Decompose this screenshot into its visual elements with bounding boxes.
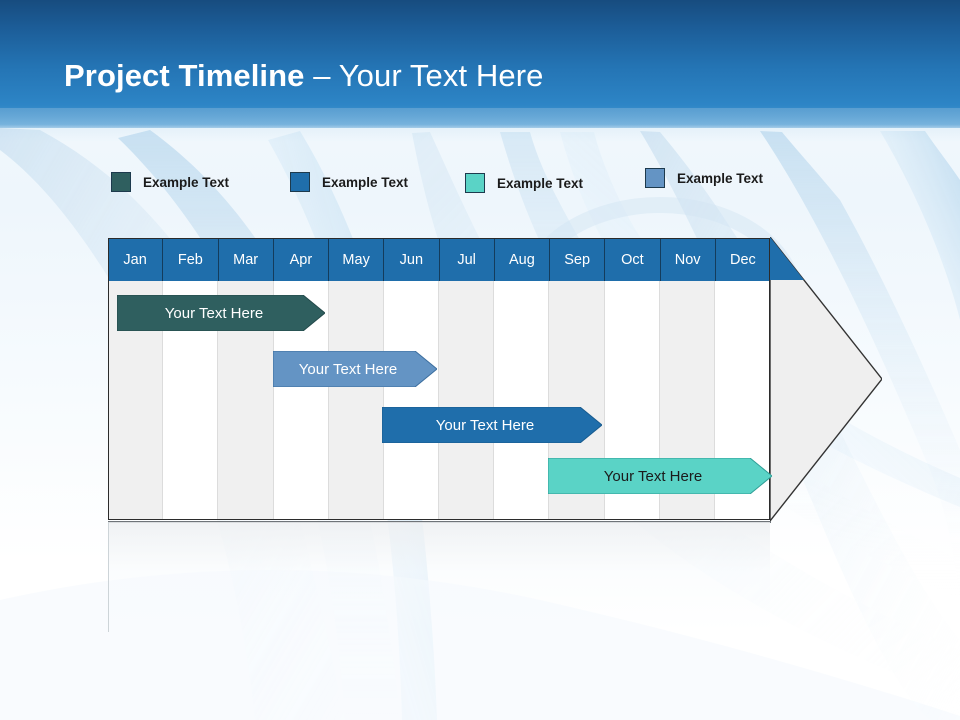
task-bar-1[interactable]: Your Text Here <box>117 295 325 331</box>
task-bar-4[interactable]: Your Text Here <box>548 458 772 494</box>
task-bar-shape-icon <box>273 351 437 387</box>
task-bar-label: Your Text Here <box>435 416 535 434</box>
timeline-arrow-head-icon <box>770 237 882 521</box>
page-title-bold: Project Timeline <box>64 58 305 93</box>
task-bar-shape-icon <box>117 295 325 331</box>
month-label: Sep <box>564 251 591 268</box>
legend-item-1[interactable]: Example Text <box>111 172 229 192</box>
month-header-nov[interactable]: Nov <box>660 238 716 281</box>
legend-item-2[interactable]: Example Text <box>290 172 408 192</box>
month-label: Oct <box>621 251 644 268</box>
task-bar-label: Your Text Here <box>603 467 703 485</box>
task-bar-shape-icon <box>548 458 772 494</box>
month-label: Mar <box>233 251 259 268</box>
legend-label: Example Text <box>677 170 764 186</box>
page-title-light: Your Text Here <box>338 58 544 93</box>
page-title-dash: – <box>304 58 339 93</box>
grid-column-jul <box>439 238 495 520</box>
month-label: Dec <box>729 251 756 268</box>
timeline-month-header: Jan Feb Mar Apr May Jun Jul Aug Sep Oct … <box>108 238 770 281</box>
grid-column-feb <box>163 238 219 520</box>
legend-swatch-icon <box>290 172 310 192</box>
legend-item-4[interactable]: Example Text <box>645 168 763 188</box>
month-header-dec[interactable]: Dec <box>715 238 770 281</box>
grid-column-jan <box>108 238 164 520</box>
page-title: Project Timeline – Your Text Here <box>64 58 543 94</box>
task-bar-shape-icon <box>382 407 602 443</box>
task-bar-2[interactable]: Your Text Here <box>273 351 437 387</box>
month-header-aug[interactable]: Aug <box>494 238 550 281</box>
legend-label: Example Text <box>143 174 230 190</box>
month-label: Jun <box>399 251 424 268</box>
month-label: Feb <box>177 251 203 268</box>
month-header-mar[interactable]: Mar <box>218 238 274 281</box>
legend-swatch-icon <box>111 172 131 192</box>
month-header-jan[interactable]: Jan <box>108 238 164 281</box>
chart-reflection <box>108 522 770 632</box>
month-header-feb[interactable]: Feb <box>163 238 219 281</box>
month-label: Aug <box>508 251 535 268</box>
legend-item-3[interactable]: Example Text <box>465 173 583 193</box>
task-bar-label: Your Text Here <box>164 304 264 322</box>
task-bar-3[interactable]: Your Text Here <box>382 407 602 443</box>
month-label: Jul <box>457 251 476 268</box>
month-header-apr[interactable]: Apr <box>273 238 329 281</box>
month-header-may[interactable]: May <box>329 238 385 281</box>
legend-label: Example Text <box>322 174 409 190</box>
month-header-jun[interactable]: Jun <box>384 238 440 281</box>
task-bar-label: Your Text Here <box>298 360 398 378</box>
legend-swatch-icon <box>645 168 665 188</box>
grid-column-aug <box>494 238 550 520</box>
title-band-fade <box>0 108 960 142</box>
grid-column-mar <box>218 238 274 520</box>
legend-swatch-icon <box>465 173 485 193</box>
month-header-jul[interactable]: Jul <box>439 238 495 281</box>
title-band <box>0 0 960 128</box>
month-header-sep[interactable]: Sep <box>550 238 606 281</box>
month-label: May <box>342 251 370 268</box>
month-label: Jan <box>123 251 147 268</box>
month-header-oct[interactable]: Oct <box>605 238 661 281</box>
legend-label: Example Text <box>497 175 584 191</box>
month-label: Nov <box>674 251 701 268</box>
month-label: Apr <box>289 251 313 268</box>
